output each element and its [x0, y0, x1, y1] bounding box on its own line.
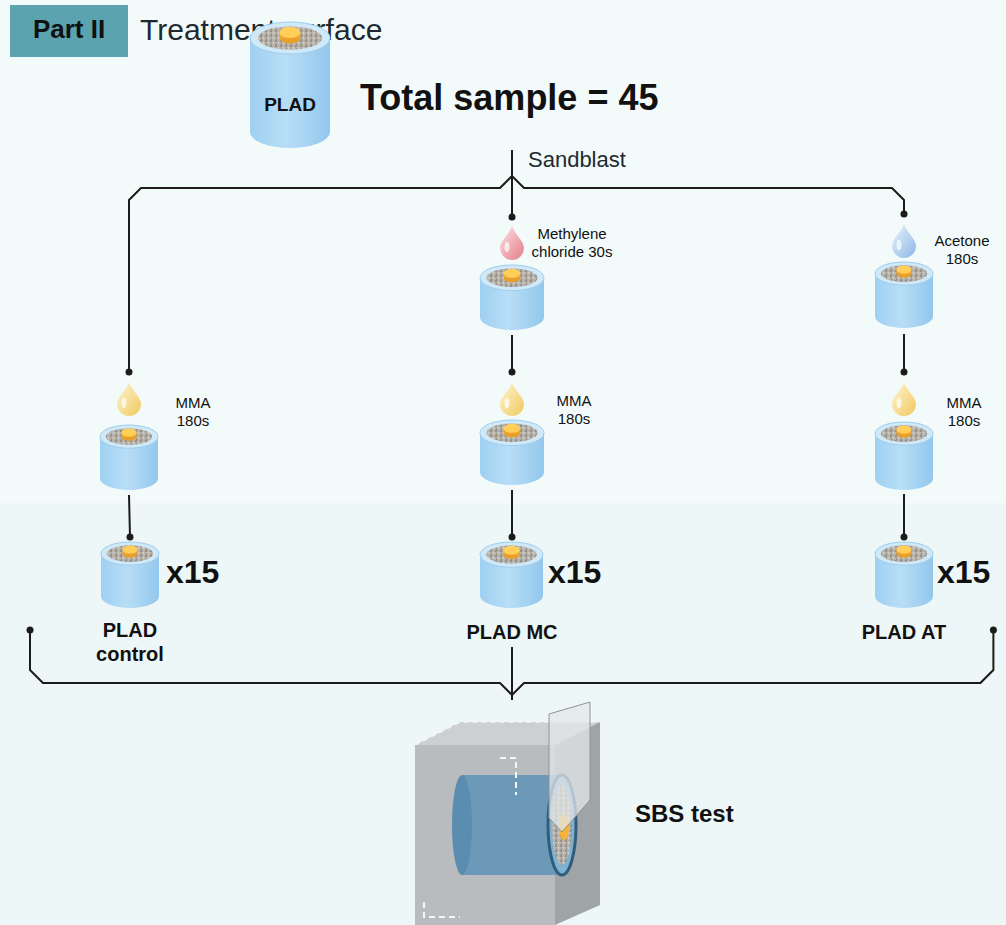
cylinder-top	[875, 422, 933, 445]
core-top	[280, 27, 301, 38]
cylinder-top	[480, 265, 544, 291]
sample-group: x15PLAD AT	[795, 537, 993, 647]
sbs-test-fixture	[415, 702, 600, 925]
sandblasted-ring	[881, 265, 927, 282]
node-label: PLAD control	[80, 618, 180, 666]
connector-dot	[127, 534, 134, 541]
sample-group: PLAD Total sample = 45	[248, 18, 723, 150]
connector-dot	[901, 369, 908, 376]
drop-highlight	[505, 242, 510, 252]
node-label: MMA 180s	[938, 394, 990, 430]
node-label: PLAD	[264, 94, 316, 117]
node-label: PLAD AT	[862, 620, 946, 644]
drop-highlight	[897, 240, 902, 250]
connector-dot	[27, 627, 34, 634]
connector-dot	[126, 369, 133, 376]
connector-dot	[901, 211, 908, 218]
node-label: Part II	[33, 14, 105, 45]
core-top	[504, 269, 521, 278]
fixture-corner-mark	[424, 902, 460, 917]
sandblasted-ring	[486, 424, 537, 442]
liquid-drop	[500, 382, 524, 416]
sandblasted-ring	[107, 545, 153, 562]
core-top	[896, 265, 911, 273]
cylinder-top	[100, 425, 158, 448]
connector	[129, 495, 130, 537]
core-top	[896, 545, 911, 553]
cylinder-top	[875, 542, 933, 565]
sandblasted-ring	[486, 546, 536, 564]
node-heading: Total sample = 45	[360, 76, 658, 119]
connector-dot	[509, 214, 516, 221]
connector-dot	[901, 534, 908, 541]
connector-dot	[509, 369, 516, 376]
sample-group: x15PLAD control	[30, 537, 230, 669]
node-label: MMA 180s	[167, 394, 219, 430]
sandblasted-ring	[486, 269, 537, 287]
sample-group: MMA 180s	[470, 372, 630, 490]
upper-panel	[0, 0, 1006, 503]
node-heading: SBS test	[635, 800, 734, 829]
node-heading: x15	[166, 553, 219, 591]
sandblasted-ring	[881, 545, 927, 562]
connector-dot	[509, 534, 516, 541]
part-badge: Part II	[10, 5, 128, 57]
sample-art	[95, 372, 235, 495]
sample-art	[470, 372, 630, 490]
connector-layer	[27, 150, 997, 700]
node-heading: x15	[548, 553, 601, 591]
node-label: PLAD MC	[466, 620, 557, 644]
specimen-back	[452, 775, 472, 875]
sandblasted-ring	[106, 428, 152, 445]
core-top	[503, 546, 519, 555]
cylinder-top	[480, 420, 544, 446]
shear-blade	[549, 702, 590, 832]
sample-group: Acetone 180s	[870, 214, 1000, 334]
drop-highlight	[122, 398, 127, 408]
node-label: Acetone 180s	[927, 232, 997, 268]
liquid-drop	[892, 224, 916, 258]
test-station: SBS test	[410, 700, 760, 925]
connector	[511, 490, 513, 537]
connector	[129, 150, 512, 372]
sandblasted-ring	[258, 26, 322, 49]
core-top	[121, 428, 136, 436]
node-label: Methylene chloride 30s	[526, 225, 618, 261]
core-top	[896, 425, 911, 433]
edge-label: Sandblast	[525, 147, 629, 173]
sample-group: MMA 180s	[95, 372, 235, 495]
core-top	[122, 545, 137, 553]
liquid-drop	[892, 382, 916, 416]
cylinder-top	[480, 542, 543, 567]
connector	[903, 334, 905, 372]
liquid-drop	[500, 226, 524, 260]
liquid-drop	[117, 382, 141, 416]
sample-group: MMA 180s	[870, 372, 1000, 494]
cylinder-top	[101, 542, 159, 565]
sample-group: Methylene chloride 30s	[470, 217, 630, 335]
fixture-corner-mark	[500, 758, 516, 795]
connector	[903, 494, 905, 537]
core-top	[504, 424, 521, 433]
cylinder-top	[875, 262, 933, 285]
connector	[511, 647, 513, 700]
node-label: MMA 180s	[548, 392, 600, 428]
node-heading: x15	[937, 553, 990, 591]
part-badge-ground	[10, 5, 128, 57]
connector-dot	[990, 627, 997, 634]
drop-highlight	[897, 398, 902, 408]
sample-art	[870, 372, 1000, 494]
sample-group: x15PLAD MC	[440, 537, 610, 647]
connector	[511, 335, 513, 372]
cylinder-top	[250, 22, 330, 54]
sandblasted-ring	[881, 425, 927, 442]
drop-highlight	[505, 398, 510, 408]
